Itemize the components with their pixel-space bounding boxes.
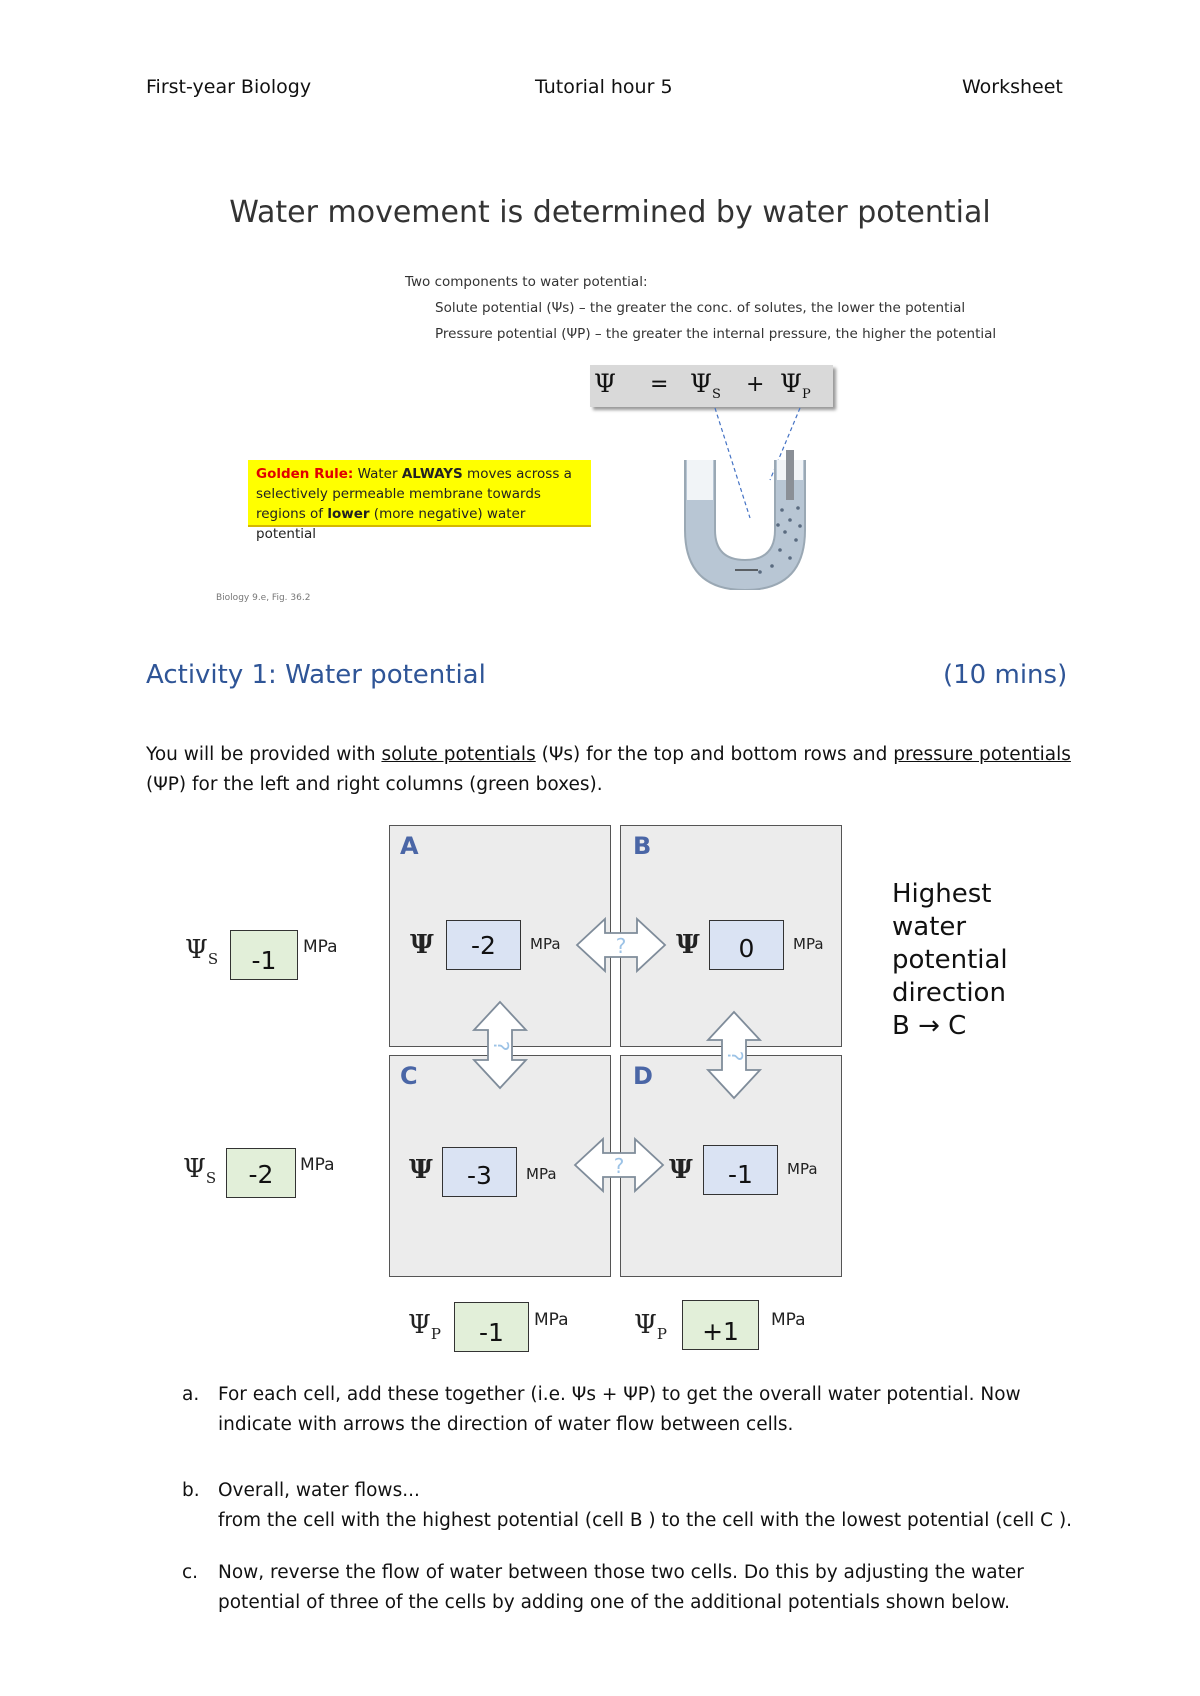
cell-c-value[interactable]: -3	[442, 1147, 517, 1197]
cell-a-psi: Ψ	[410, 930, 434, 960]
arrow-a-c-mark: ?	[489, 1041, 513, 1052]
col2-pressure-value[interactable]: +1	[682, 1300, 759, 1350]
arrow-a-c[interactable]: ?	[470, 1000, 530, 1090]
header-center: Tutorial hour 5	[535, 76, 673, 98]
figure-caption: Biology 9.e, Fig. 36.2	[216, 593, 310, 603]
cell-a-unit: MPa	[530, 935, 561, 953]
cell-d-psi: Ψ	[669, 1155, 693, 1185]
golden-rule-label: Golden Rule:	[256, 466, 353, 482]
col1-pressure-unit: MPa	[534, 1310, 569, 1330]
cell-b-psi: Ψ	[676, 930, 700, 960]
cell-d-value[interactable]: -1	[703, 1145, 778, 1195]
col1-pressure-psi: ΨP	[408, 1310, 441, 1343]
activity-title: Activity 1: Water potential	[146, 660, 486, 690]
cell-c-letter: C	[400, 1062, 418, 1090]
solute-potential-line: Solute potential (Ψs) – the greater the …	[435, 300, 965, 316]
cell-d-unit: MPa	[787, 1160, 818, 1178]
piston	[786, 450, 794, 500]
row1-solute-value[interactable]: -1	[230, 930, 298, 980]
cell-c-psi: Ψ	[409, 1155, 433, 1185]
golden-rule-box: Golden Rule: Water ALWAYS moves across a…	[248, 460, 591, 527]
cell-b-value[interactable]: 0	[709, 920, 784, 970]
cell-a-letter: A	[400, 832, 419, 860]
activity-intro: You will be provided with solute potenti…	[146, 740, 1076, 800]
cell-c-unit: MPa	[526, 1165, 557, 1183]
row1-solute-psi: ΨS	[185, 935, 218, 968]
arrow-b-d-mark: ?	[723, 1051, 747, 1062]
u-tube-inner	[715, 460, 775, 560]
arrow-b-d[interactable]: ?	[704, 1010, 764, 1100]
activity-time: (10 mins)	[943, 660, 1067, 690]
formula-psi: Ψ	[594, 369, 616, 398]
row2-solute-unit: MPa	[300, 1155, 335, 1175]
cell-a-value[interactable]: -2	[446, 920, 521, 970]
question-b: b. Overall, water flows... from the cell…	[218, 1476, 1118, 1536]
question-a: a. For each cell, add these together (i.…	[218, 1380, 1118, 1440]
cell-b-letter: B	[633, 832, 651, 860]
cell-d-letter: D	[633, 1062, 653, 1090]
header-right: Worksheet	[962, 76, 1063, 98]
row1-solute-unit: MPa	[303, 937, 338, 957]
question-b-answer[interactable]: from the cell with the highest potential…	[218, 1506, 1118, 1536]
row2-solute-psi: ΨS	[183, 1154, 216, 1187]
slide-title: Water movement is determined by water po…	[0, 195, 1200, 230]
header-left: First-year Biology	[146, 76, 311, 98]
pointer-line-solute	[715, 408, 750, 518]
col2-pressure-psi: ΨP	[634, 1310, 667, 1343]
components-heading: Two components to water potential:	[405, 274, 648, 290]
u-tube-illustration	[640, 380, 850, 590]
arrow-a-b-mark: ?	[616, 934, 627, 958]
pressure-potential-line: Pressure potential (ΨP) – the greater th…	[435, 326, 996, 342]
col1-pressure-value[interactable]: -1	[454, 1302, 529, 1352]
question-c: c. Now, reverse the flow of water betwee…	[218, 1558, 1118, 1618]
row2-solute-value[interactable]: -2	[226, 1148, 296, 1198]
cell-b-unit: MPa	[793, 935, 824, 953]
highest-potential-note: Highest water potential direction B → C	[892, 878, 1008, 1043]
arrow-a-b[interactable]: ?	[575, 915, 667, 975]
arrow-c-d-mark: ?	[614, 1154, 625, 1178]
u-tube-water	[700, 460, 790, 575]
arrow-c-d[interactable]: ?	[573, 1135, 665, 1195]
col2-pressure-unit: MPa	[771, 1310, 806, 1330]
